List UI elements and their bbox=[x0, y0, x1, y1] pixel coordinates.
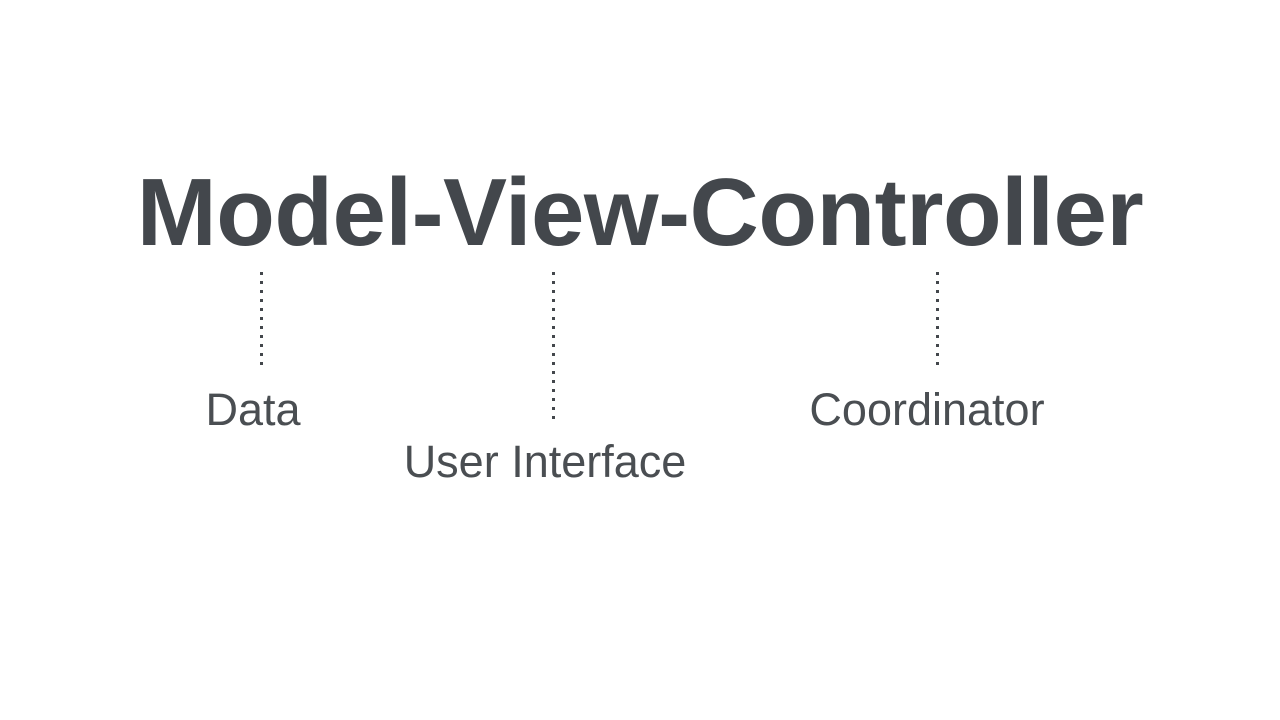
label-model: Data bbox=[205, 384, 301, 435]
dotted-connector-model-icon bbox=[260, 272, 263, 365]
dotted-connector-view-icon bbox=[552, 272, 555, 419]
label-view: User Interface bbox=[403, 436, 687, 487]
page-title: Model-View-Controller bbox=[136, 159, 1144, 266]
label-controller: Coordinator bbox=[809, 384, 1045, 435]
dotted-connector-controller-icon bbox=[936, 272, 939, 365]
